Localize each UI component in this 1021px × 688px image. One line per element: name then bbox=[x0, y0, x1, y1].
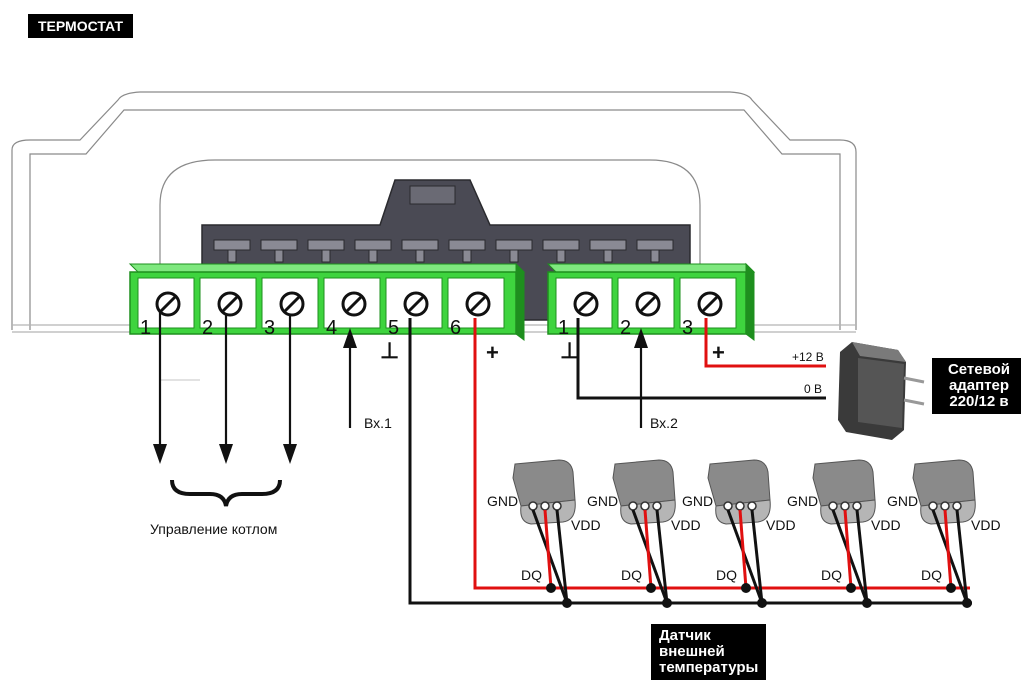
power-ground-symbol: ⊥ bbox=[560, 338, 579, 363]
adapter-label: Сетевой адаптер 220/12 в bbox=[932, 358, 1021, 414]
sensor-vdd-label: VDD bbox=[871, 517, 901, 533]
main-terminal-number: 3 bbox=[264, 317, 275, 339]
sensor-dq-label: DQ bbox=[821, 567, 842, 583]
screw-icon bbox=[635, 291, 661, 317]
sensor-dq-label: DQ bbox=[716, 567, 737, 583]
sensor-gnd-label: GND bbox=[887, 493, 918, 509]
wire-gnd-bus bbox=[408, 318, 972, 605]
boiler-control-label: Управление котлом bbox=[150, 521, 277, 537]
screw-icon bbox=[697, 291, 723, 317]
main-ground-symbol: ⊥ bbox=[380, 338, 399, 363]
sensor-gnd-label: GND bbox=[682, 493, 713, 509]
sensor-dq-label: DQ bbox=[621, 567, 642, 583]
boiler-control-outputs bbox=[153, 310, 297, 464]
sensor-gnd-label: GND bbox=[587, 493, 618, 509]
main-terminal-number: 6 bbox=[450, 317, 461, 339]
power-terminal-3 bbox=[679, 277, 737, 329]
sensor-dq-label: DQ bbox=[921, 567, 942, 583]
screw-icon bbox=[155, 291, 181, 317]
boiler-brace bbox=[170, 479, 282, 507]
title-label: ТЕРМОСТАТ bbox=[28, 14, 133, 38]
sensor-gnd-label: GND bbox=[487, 493, 518, 509]
main-terminal-number: 5 bbox=[388, 317, 399, 339]
temperature-sensor: GND VDD DQ bbox=[887, 459, 1001, 608]
power-terminal-number: 2 bbox=[620, 317, 631, 339]
input-1-arrow bbox=[343, 328, 357, 428]
screw-icon bbox=[279, 291, 305, 317]
screw-icon bbox=[465, 291, 491, 317]
power-adapter bbox=[838, 342, 925, 440]
power-zero-label: 0 В bbox=[804, 382, 822, 396]
sensor-dq-label: DQ bbox=[521, 567, 542, 583]
main-terminal-number: 4 bbox=[326, 317, 337, 339]
wire-vdd-bus bbox=[473, 318, 970, 590]
power-plus-symbol: + bbox=[712, 340, 725, 365]
sensor-gnd-label: GND bbox=[787, 493, 818, 509]
main-terminal-number: 1 bbox=[140, 317, 151, 339]
sensor-vdd-label: VDD bbox=[971, 517, 1001, 533]
main-plus-symbol: + bbox=[486, 340, 499, 365]
main-terminal-number: 2 bbox=[202, 317, 213, 339]
sensor-vdd-label: VDD bbox=[671, 517, 701, 533]
temperature-sensor: GND VDD DQ bbox=[682, 459, 796, 608]
wire-plus12 bbox=[704, 318, 826, 368]
screw-icon bbox=[403, 291, 429, 317]
temperature-sensor: GND VDD DQ bbox=[787, 459, 901, 608]
sensor-vdd-label: VDD bbox=[571, 517, 601, 533]
temperature-sensor: GND VDD DQ bbox=[587, 459, 701, 608]
sensor-label: Датчик внешней температуры bbox=[651, 624, 767, 680]
power-terminal-number: 3 bbox=[682, 317, 693, 339]
temperature-sensor: GND VDD DQ bbox=[487, 459, 601, 608]
power-terminal-number: 1 bbox=[558, 317, 569, 339]
screw-icon bbox=[217, 291, 243, 317]
input-2-arrow bbox=[634, 328, 648, 428]
screw-icon bbox=[341, 291, 367, 317]
terminal-block-main bbox=[128, 262, 526, 341]
input-1-label: Вх.1 bbox=[364, 415, 392, 431]
screw-icon bbox=[573, 291, 599, 317]
sensor-vdd-label: VDD bbox=[766, 517, 796, 533]
input-2-label: Вх.2 bbox=[650, 415, 678, 431]
wire-zero bbox=[576, 318, 826, 400]
power-plus12-label: +12 В bbox=[792, 350, 824, 364]
